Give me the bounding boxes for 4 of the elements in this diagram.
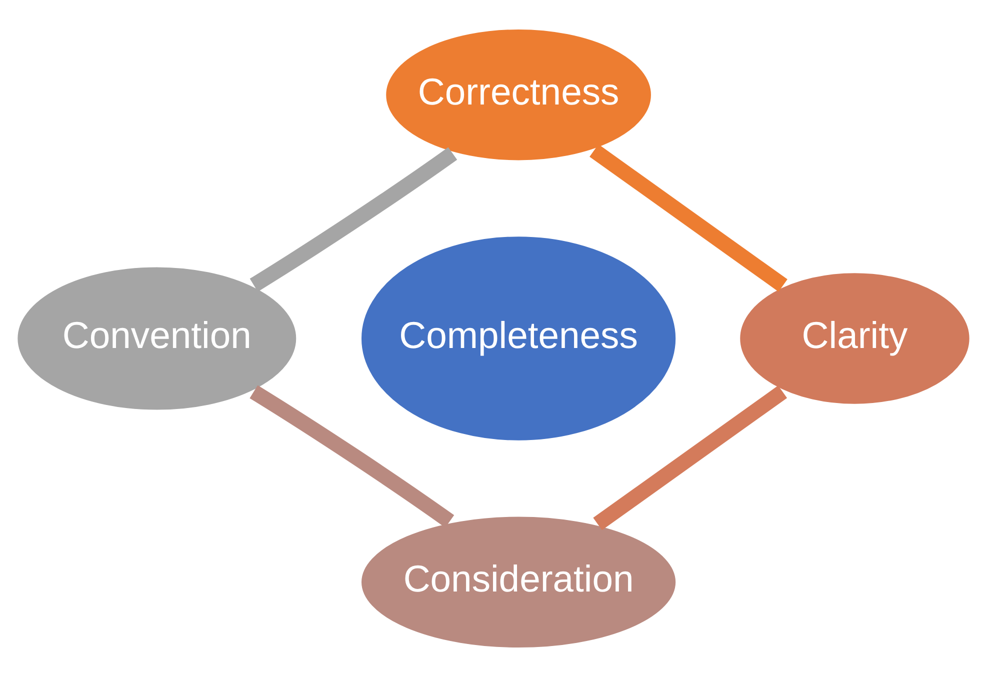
connector: [589, 144, 787, 292]
connector: [249, 147, 457, 292]
connector: [592, 386, 787, 530]
connector: [249, 385, 454, 528]
